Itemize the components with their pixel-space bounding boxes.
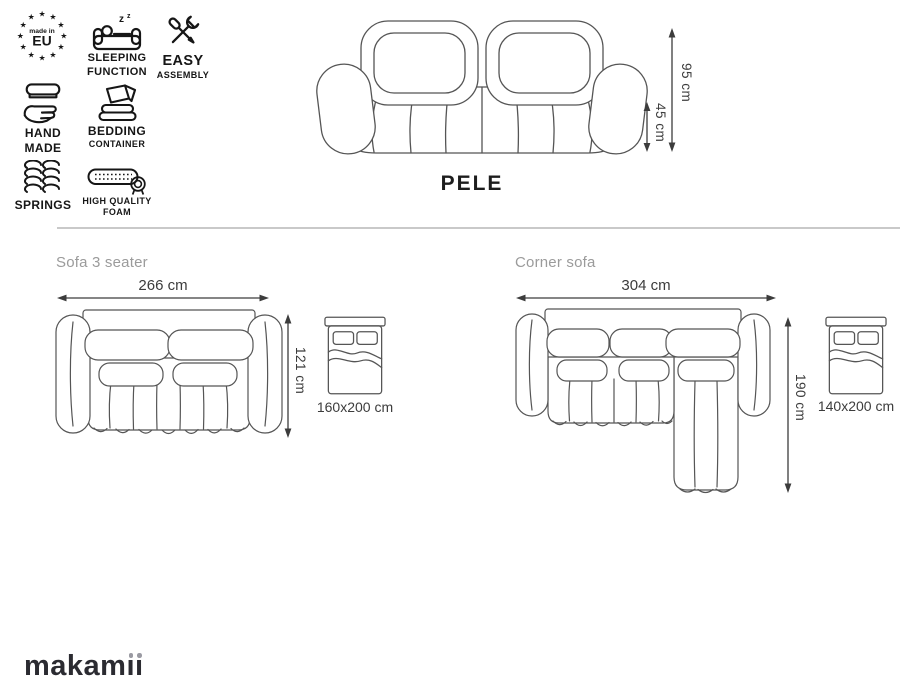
total-height-label: 95 cm bbox=[679, 63, 694, 103]
corner-sofa-depth-label: 190 cm bbox=[793, 374, 808, 422]
dimension-arrow-3-seater-depth bbox=[284, 314, 292, 438]
svg-text:★: ★ bbox=[20, 21, 27, 30]
svg-text:★: ★ bbox=[57, 42, 64, 51]
made-in-label: made in bbox=[29, 28, 54, 35]
sofa-3-seater-depth-label: 121 cm bbox=[293, 347, 308, 395]
svg-text:★: ★ bbox=[17, 32, 24, 41]
svg-text:★: ★ bbox=[57, 21, 64, 30]
bed-icon-140x200 bbox=[825, 316, 887, 395]
dimension-arrow-corner-depth bbox=[784, 317, 792, 493]
badge-label: SLEEPING bbox=[87, 52, 147, 64]
dimension-arrow-3-seater-width bbox=[57, 294, 269, 302]
badge-label: HIGH QUALITY bbox=[82, 196, 152, 206]
eu-label: EU bbox=[32, 32, 51, 48]
svg-text:★: ★ bbox=[20, 42, 27, 51]
product-name: PELE bbox=[440, 172, 504, 195]
badge-springs: SPRINGS bbox=[14, 160, 72, 213]
badge-label: HAND bbox=[24, 126, 62, 140]
seat-height-label: 45 cm bbox=[653, 103, 668, 143]
brand-logo: makamıı bbox=[24, 650, 144, 683]
svg-text:★: ★ bbox=[28, 50, 35, 59]
easy-assembly-icon bbox=[168, 15, 200, 44]
svg-text:z: z bbox=[127, 13, 131, 20]
svg-text:★: ★ bbox=[39, 10, 46, 19]
bed-size-label-3-seater: 160x200 cm bbox=[316, 399, 394, 415]
high-quality-foam-icon bbox=[87, 168, 146, 195]
badge-made-in-eu: ★★★ ★★★ ★★★ ★★★ made in EU bbox=[12, 8, 72, 64]
corner-sofa-width-label: 304 cm bbox=[621, 277, 671, 294]
dimension-arrow-seat-height bbox=[643, 102, 651, 152]
badge-easy-assembly: EASY ASSEMBLY bbox=[152, 12, 214, 81]
brand-logo-ii-letters: ıı bbox=[126, 650, 144, 682]
badge-label: BEDDING bbox=[87, 124, 147, 138]
made-in-eu-icon: ★★★ ★★★ ★★★ ★★★ made in EU bbox=[17, 10, 68, 63]
dimension-arrow-total-height bbox=[668, 28, 676, 152]
badge-label: EASY bbox=[162, 53, 204, 69]
corner-sofa-title: Corner sofa bbox=[515, 254, 596, 271]
sofa-3-seater-title: Sofa 3 seater bbox=[56, 254, 148, 271]
svg-text:★: ★ bbox=[49, 50, 56, 59]
svg-text:z: z bbox=[119, 14, 124, 25]
badge-sleeping-function: z z SLEEPING FUNCTION bbox=[80, 12, 154, 80]
sofa-3-seater-top-view-drawing bbox=[55, 309, 283, 435]
corner-sofa-top-view-drawing bbox=[515, 308, 771, 494]
badge-hand-made: HAND MADE bbox=[14, 82, 72, 156]
bedding-container-icon bbox=[98, 84, 137, 122]
bed-icon-160x200 bbox=[324, 316, 386, 395]
badge-high-quality-foam: HIGH QUALITY FOAM bbox=[78, 164, 156, 219]
brand-logo-stem: makam bbox=[24, 650, 127, 682]
section-divider bbox=[57, 227, 900, 229]
svg-text:★: ★ bbox=[39, 53, 46, 62]
badge-label: FUNCTION bbox=[86, 65, 148, 78]
sofa-3-seater-width-label: 266 cm bbox=[138, 277, 188, 294]
dimension-arrow-corner-width bbox=[516, 294, 776, 302]
sleeping-function-icon: z z bbox=[92, 13, 142, 51]
badge-bedding-container: BEDDING CONTAINER bbox=[80, 82, 154, 150]
hand-made-icon bbox=[23, 83, 61, 124]
badge-label: CONTAINER bbox=[88, 139, 146, 149]
bed-size-label-corner: 140x200 cm bbox=[817, 398, 895, 414]
svg-text:★: ★ bbox=[49, 13, 56, 22]
badge-label: ASSEMBLY bbox=[156, 70, 210, 81]
springs-icon bbox=[24, 160, 60, 193]
badge-label: MADE bbox=[24, 141, 62, 155]
sofa-front-view-drawing bbox=[316, 20, 648, 155]
svg-text:★: ★ bbox=[28, 13, 35, 22]
svg-text:★: ★ bbox=[60, 32, 67, 41]
badge-label: SPRINGS bbox=[14, 198, 72, 212]
badge-label: FOAM bbox=[102, 207, 132, 218]
